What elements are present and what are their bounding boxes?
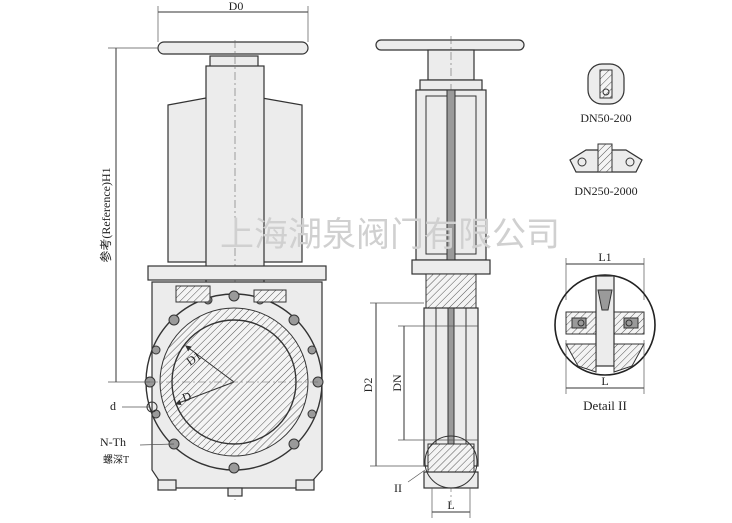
l-detail-label: L (601, 374, 608, 388)
dn250-2000-detail: DN250-2000 (569, 143, 643, 198)
foot-left (157, 479, 177, 491)
d-leader (175, 381, 235, 406)
ii-label: II (394, 481, 402, 495)
foot-right (295, 479, 315, 491)
detail-ii-callout-circle (424, 435, 478, 489)
small-d-label: d (110, 399, 116, 413)
side-packing (425, 273, 477, 309)
detail-ii: L1 L Detail II (554, 250, 656, 413)
side-handwheel (375, 39, 525, 51)
d1-label: D1 (184, 349, 204, 369)
foot-center (227, 487, 243, 497)
detail-ii-circle (554, 274, 656, 376)
h1-label: 参考(Reference)H1 (98, 167, 113, 262)
d2-label: D2 (361, 378, 375, 393)
company-watermark: 上海湖泉阀门有限公司 (220, 215, 560, 255)
dn-small-label: DN50-200 (580, 111, 631, 125)
dn-label: DN (390, 374, 404, 392)
l-bottom-label: L (447, 498, 454, 512)
dn-large-label: DN250-2000 (574, 184, 637, 198)
front-view: D0 参考(Reference)H1 D1 D d N-Th 螺深T (98, 0, 327, 500)
handwheel (157, 41, 309, 55)
dn50-200-detail: DN50-200 (580, 63, 632, 125)
detail-ii-title: Detail II (583, 398, 627, 413)
gland-right (253, 289, 287, 303)
n-th-leader (139, 443, 175, 446)
d0-label: D0 (229, 0, 244, 13)
gland-left (175, 285, 211, 303)
top-bracket (147, 265, 327, 281)
d1-leader (185, 345, 235, 383)
side-gate (447, 307, 455, 467)
n-th-label: N-Th (100, 435, 126, 449)
l1-label: L1 (598, 250, 611, 264)
side-view: II D2 DN L (361, 36, 525, 518)
thread-depth-label: 螺深T (103, 454, 129, 466)
